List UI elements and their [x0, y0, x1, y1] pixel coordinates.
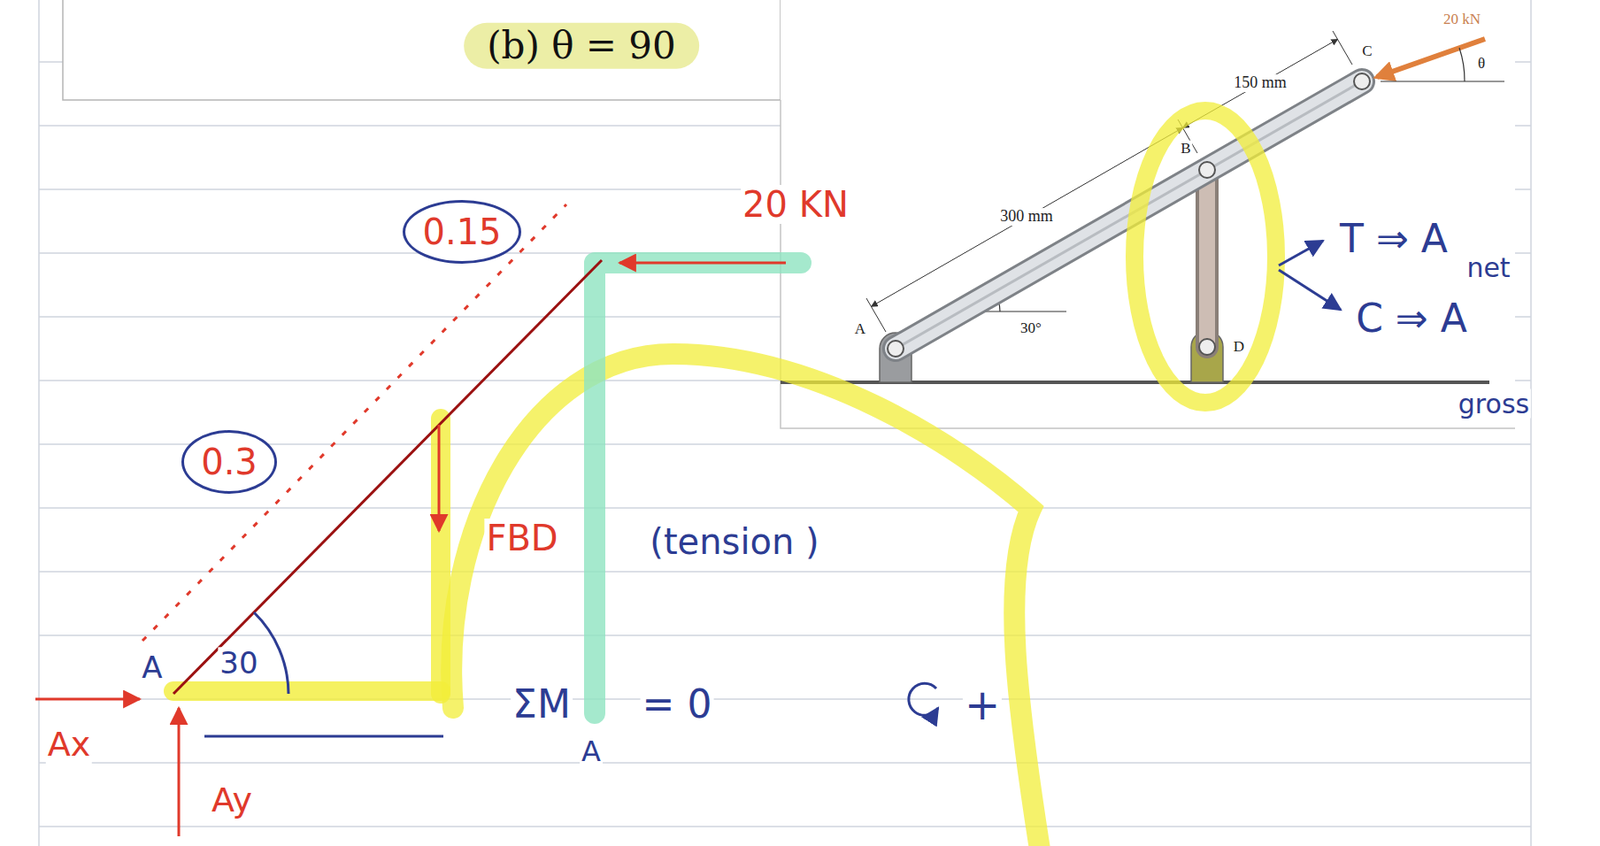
link-bd: [1195, 169, 1219, 347]
rotation-sign: [908, 683, 939, 716]
figure-panel-border: [780, 100, 1516, 429]
highlight-swirl: [451, 353, 1040, 846]
margin-line: [38, 0, 40, 846]
dimension-value: 0.15: [422, 212, 501, 252]
pointer-arrow: [1278, 240, 1324, 266]
pin: [1353, 73, 1370, 90]
pin: [1199, 161, 1216, 178]
title-text: (b) θ = 90: [463, 23, 700, 70]
note-subscript: net: [1464, 253, 1512, 283]
angle-value: 30: [217, 646, 260, 680]
point-label: A: [853, 321, 868, 339]
note-text: C ⇒ A: [1353, 297, 1470, 340]
force-value: 20 KN: [740, 184, 851, 224]
dimension-label: 150 mm: [1231, 74, 1289, 93]
force-arrow: [619, 261, 786, 265]
load-value: 20 kN: [1441, 11, 1483, 29]
figure-panel: [780, 0, 1516, 429]
force-name: FBD: [484, 518, 560, 558]
dimension-guide-dashed: [142, 204, 567, 641]
reaction-arrow: [35, 698, 140, 701]
highlight-stroke: [430, 418, 451, 694]
reaction-arrow: [177, 707, 181, 837]
circled-dimension: 0.15: [402, 200, 522, 264]
reaction-label: Ay: [209, 782, 254, 820]
ruled-line: [38, 761, 1531, 764]
note-text: (tension ): [647, 522, 821, 562]
notebook-ruling: [38, 0, 1531, 846]
reaction-label: Ax: [46, 726, 93, 764]
moment-arm-line: [204, 735, 444, 739]
angle-label: θ: [1476, 55, 1487, 73]
equation-text: ΣM: [510, 683, 573, 726]
link-bd-face: [1199, 169, 1216, 347]
note-text: T ⇒ A: [1338, 217, 1450, 261]
angle-arc: [1459, 47, 1465, 82]
extension-line: [1332, 30, 1353, 65]
load-arrow: [1376, 38, 1485, 77]
title-panel: [62, 0, 781, 100]
angle-label: 30°: [1018, 320, 1044, 338]
point-label: A: [139, 651, 164, 685]
force-arrow: [438, 424, 441, 531]
pointer-arrow: [1278, 269, 1341, 310]
point-label: D: [1231, 338, 1247, 356]
pin: [887, 340, 904, 357]
equation-subscript: A: [579, 736, 603, 768]
dimension-value: 0.3: [200, 442, 258, 482]
ruled-line: [38, 570, 1531, 573]
ruled-line: [38, 634, 1531, 637]
equation-text: = 0: [640, 683, 715, 726]
point-label: B: [1178, 140, 1193, 158]
point-label: C: [1360, 43, 1374, 61]
circled-dimension: 0.3: [181, 430, 277, 494]
highlight-ellipse: [1134, 110, 1277, 403]
pin: [1199, 338, 1216, 355]
ruled-line: [38, 825, 1531, 828]
dimension-label: 300 mm: [998, 207, 1055, 226]
highlight-stroke: [173, 681, 441, 701]
highlight-stroke-green: [594, 262, 801, 714]
sign-convention: +: [962, 681, 1002, 729]
ruled-line: [38, 507, 1531, 509]
note-subscript: gross: [1456, 389, 1531, 419]
angle-reference-line: [1380, 80, 1505, 82]
margin-line: [1530, 0, 1532, 846]
member-line: [173, 260, 602, 694]
